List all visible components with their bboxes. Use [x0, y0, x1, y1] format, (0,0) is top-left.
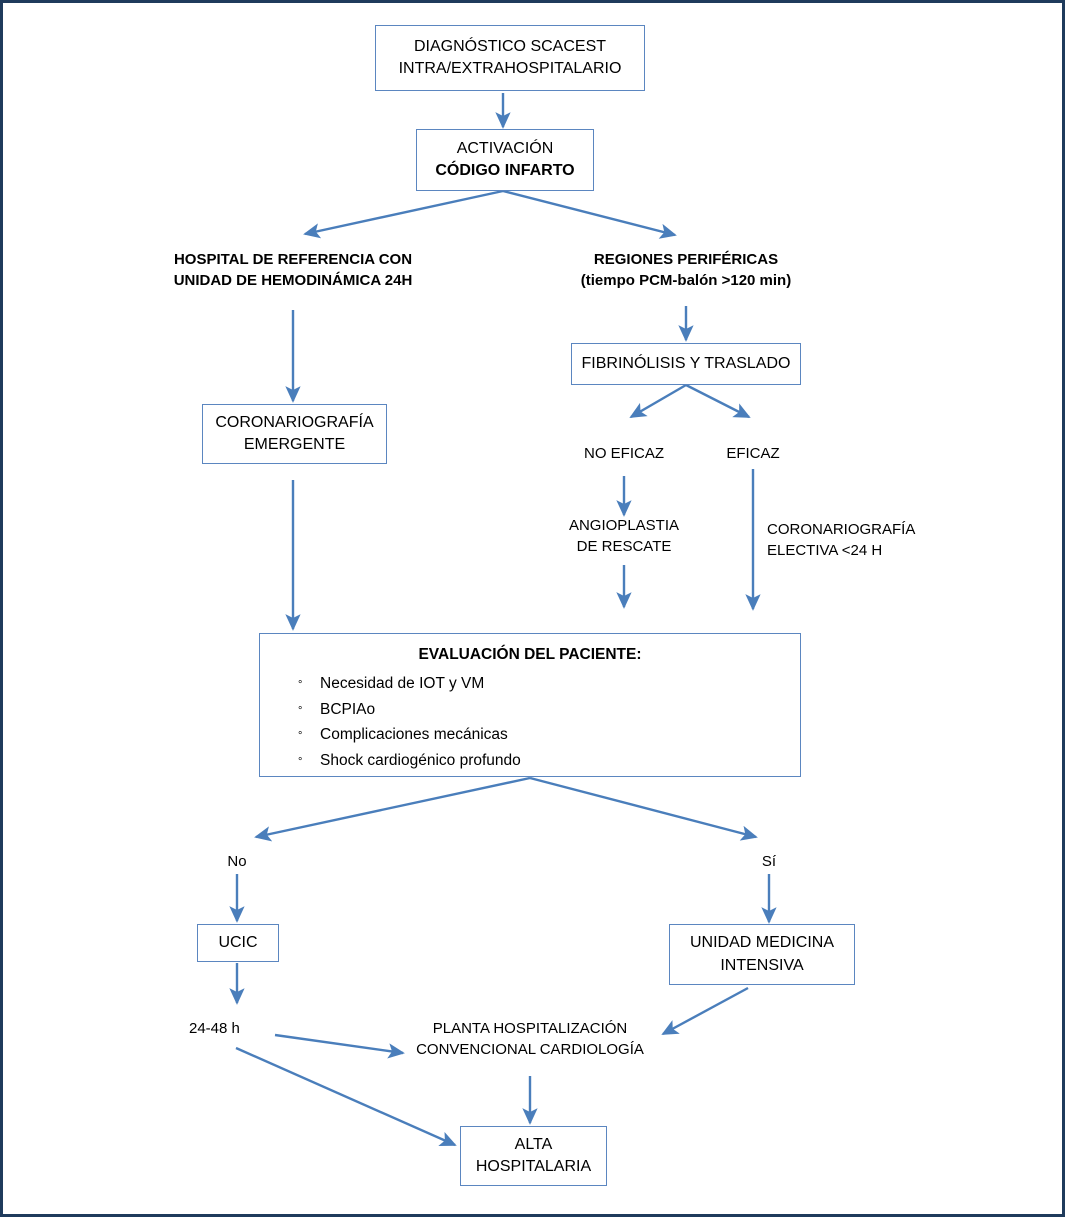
- node-diagnostico-line1: DIAGNÓSTICO SCACEST: [413, 37, 607, 55]
- label-no-eficaz-text: NO EFICAZ: [583, 445, 664, 462]
- evaluacion-item: ° Shock cardiogénico profundo: [298, 748, 800, 773]
- node-umi-line1: UNIDAD MEDICINA: [689, 934, 834, 952]
- evaluacion-item-label: BCPIAo: [320, 700, 376, 718]
- node-diagnostico-line2: INTRA/EXTRAHOSPITALARIO: [398, 60, 622, 77]
- node-activacion-line1: ACTIVACIÓN: [456, 139, 554, 157]
- arrow-activacion-to-regiones: [502, 189, 677, 239]
- evaluacion-item-label: Necesidad de IOT y VM: [320, 675, 485, 693]
- label-tiempo-text: 24-48 h: [189, 1020, 240, 1037]
- node-ucic[interactable]: UCIC: [197, 924, 279, 962]
- label-tiempo-24-48h: 24-48 h: [189, 1018, 289, 1039]
- node-regiones-line1: REGIONES PERIFÉRICAS: [593, 251, 779, 268]
- evaluacion-item-label: Shock cardiogénico profundo: [320, 751, 521, 769]
- bullet-circle-icon: °: [298, 679, 303, 692]
- node-angioplastia-line1: ANGIOPLASTIA: [568, 517, 680, 534]
- node-coronariografia-electiva-line1: CORONARIOGRAFÍA: [767, 521, 916, 538]
- label-eficaz-text: EFICAZ: [726, 445, 780, 462]
- arrow-umi-to-planta: [661, 986, 749, 1036]
- node-coronariografia-electiva: CORONARIOGRAFÍA ELECTIVA <24 H: [767, 519, 967, 562]
- evaluacion-item: ° Necesidad de IOT y VM: [298, 671, 800, 696]
- node-umi-line2: INTENSIVA: [720, 956, 804, 974]
- label-branch-si-text: Sí: [761, 853, 777, 870]
- node-coronariografia-emergente-line1: CORONARIOGRAFÍA: [215, 413, 374, 431]
- node-angioplastia-line2: DE RESCATE: [576, 538, 672, 556]
- flowchart-canvas: DIAGNÓSTICO SCACEST INTRA/EXTRAHOSPITALA…: [3, 3, 1062, 1214]
- arrow-tiempo-to-planta: [274, 1033, 405, 1059]
- evaluacion-item: ° Complicaciones mecánicas: [298, 722, 800, 747]
- evaluacion-title: EVALUACIÓN DEL PACIENTE:: [418, 646, 642, 663]
- node-alta-line1: ALTA: [514, 1135, 553, 1153]
- node-regiones-line2: (tiempo PCM-balón >120 min): [580, 272, 792, 290]
- node-regiones-perifericas: REGIONES PERIFÉRICAS (tiempo PCM-balón >…: [516, 249, 856, 292]
- arrow-evaluacion-to-no: [254, 776, 531, 842]
- label-branch-si: Sí: [729, 851, 809, 872]
- arrow-evaluacion-to-si: [529, 776, 758, 841]
- arrow-fibrinolisis-to-no-eficaz: [629, 383, 687, 419]
- node-coronariografia-emergente[interactable]: CORONARIOGRAFÍA EMERGENTE: [202, 404, 387, 464]
- arrow-fibrinolisis-to-eficaz: [685, 383, 751, 419]
- node-ucic-label: UCIC: [218, 933, 258, 951]
- node-planta-line1: PLANTA HOSPITALIZACIÓN: [432, 1020, 628, 1037]
- node-evaluacion-paciente[interactable]: EVALUACIÓN DEL PACIENTE: ° Necesidad de …: [259, 633, 801, 777]
- node-hospital-line1: HOSPITAL DE REFERENCIA CON: [173, 251, 413, 268]
- node-activacion-line2: CÓDIGO INFARTO: [435, 162, 575, 179]
- label-no-eficaz: NO EFICAZ: [564, 443, 684, 464]
- node-hospital-referencia: HOSPITAL DE REFERENCIA CON UNIDAD DE HEM…: [93, 249, 493, 292]
- node-coronariografia-electiva-line2: ELECTIVA <24 H: [767, 542, 883, 560]
- node-fibrinolisis-traslado[interactable]: FIBRINÓLISIS Y TRASLADO: [571, 343, 801, 385]
- evaluacion-list: ° Necesidad de IOT y VM ° BCPIAo ° Compl…: [260, 671, 800, 773]
- label-eficaz: EFICAZ: [703, 443, 803, 464]
- node-angioplastia-rescate: ANGIOPLASTIA DE RESCATE: [534, 515, 714, 558]
- evaluacion-item: ° BCPIAo: [298, 697, 800, 722]
- node-planta-hospitalizacion: PLANTA HOSPITALIZACIÓN CONVENCIONAL CARD…: [400, 1018, 660, 1061]
- bullet-circle-icon: °: [298, 704, 303, 717]
- bullet-circle-icon: °: [298, 730, 303, 743]
- node-alta-line2: HOSPITALARIA: [475, 1158, 592, 1175]
- arrow-tiempo-to-alta: [235, 1046, 457, 1147]
- node-hospital-line2: UNIDAD DE HEMODINÁMICA 24H: [173, 272, 413, 290]
- node-fibrinolisis-line1: FIBRINÓLISIS Y TRASLADO: [581, 354, 791, 372]
- arrow-activacion-to-hospital: [303, 189, 504, 239]
- label-branch-no-text: No: [227, 853, 247, 870]
- node-activacion-codigo-infarto[interactable]: ACTIVACIÓN CÓDIGO INFARTO: [416, 129, 594, 191]
- bullet-circle-icon: °: [298, 755, 303, 768]
- node-alta-hospitalaria[interactable]: ALTA HOSPITALARIA: [460, 1126, 607, 1186]
- node-diagnostico-scacest[interactable]: DIAGNÓSTICO SCACEST INTRA/EXTRAHOSPITALA…: [375, 25, 645, 91]
- node-unidad-medicina-intensiva[interactable]: UNIDAD MEDICINA INTENSIVA: [669, 924, 855, 985]
- node-coronariografia-emergente-line2: EMERGENTE: [243, 436, 346, 453]
- node-planta-line2: CONVENCIONAL CARDIOLOGÍA: [416, 1041, 644, 1059]
- label-branch-no: No: [197, 851, 277, 872]
- evaluacion-item-label: Complicaciones mecánicas: [320, 726, 508, 744]
